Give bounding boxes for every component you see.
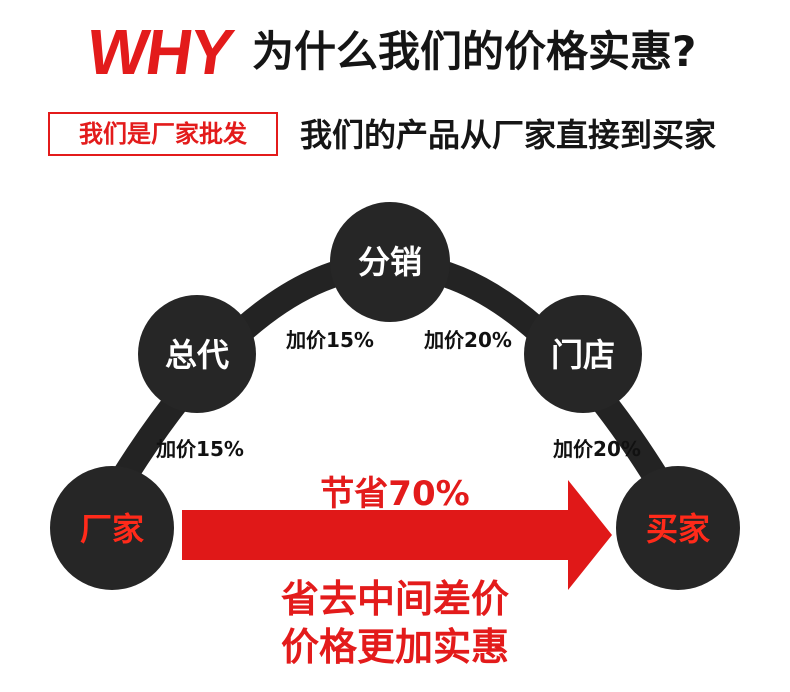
- conclusion-line-1: 省去中间差价: [281, 577, 509, 621]
- node-distribution: 分销: [330, 202, 450, 322]
- page-title: 为什么我们的价格实惠?: [252, 27, 697, 76]
- node-buyer: 买家: [616, 466, 740, 590]
- node-general-agent-label: 总代: [165, 336, 229, 374]
- markup-label-general-distribution: 加价15%: [285, 328, 374, 352]
- markup-label-distribution-store: 加价20%: [423, 328, 512, 352]
- savings-arrow: [182, 480, 612, 590]
- subtitle: 我们的产品从厂家直接到买家: [300, 116, 717, 154]
- node-factory-label: 厂家: [80, 510, 144, 548]
- node-distribution-label: 分销: [358, 243, 422, 281]
- node-general-agent: 总代: [138, 295, 256, 413]
- factory-wholesale-badge: 我们是厂家批发: [48, 112, 278, 156]
- conclusion-line-2: 价格更加实惠: [281, 625, 509, 669]
- node-store: 门店: [524, 295, 642, 413]
- node-store-label: 门店: [551, 336, 615, 374]
- markup-label-factory-general: 加价15%: [155, 437, 244, 461]
- savings-label: 节省70%: [320, 474, 469, 514]
- markup-label-store-buyer: 加价20%: [552, 437, 641, 461]
- node-factory: 厂家: [50, 466, 174, 590]
- node-buyer-label: 买家: [646, 510, 710, 548]
